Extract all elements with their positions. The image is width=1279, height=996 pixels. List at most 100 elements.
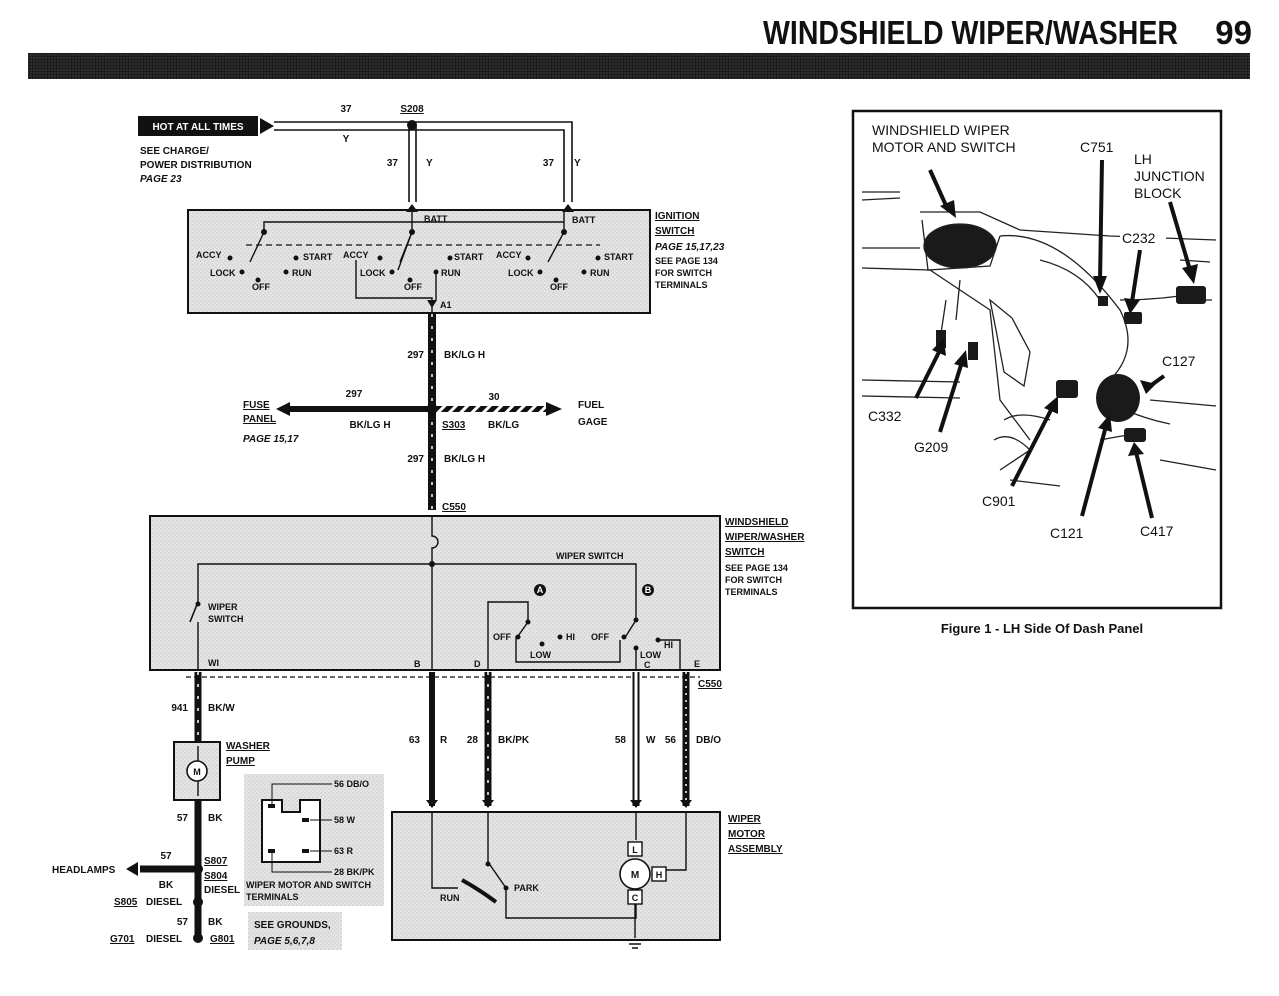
- fig-lh-label3: BLOCK: [1134, 185, 1182, 201]
- hot-arrow-icon: [260, 118, 274, 134]
- ign-accy2-label: ACCY: [343, 250, 369, 260]
- ign-off2-label: OFF: [404, 282, 422, 292]
- marker-b: [642, 584, 654, 596]
- ign-batt2-label: BATT: [572, 215, 596, 225]
- wiper-switch-label: WIPER SWITCH: [556, 551, 624, 561]
- wws-see3: TERMINALS: [725, 587, 778, 597]
- fig-c127-label: C127: [1162, 353, 1196, 369]
- fuse-circuit-label: 297: [346, 389, 363, 400]
- headlamps-label: HEADLAMPS: [52, 865, 116, 876]
- circuit-58-arrow-icon: [630, 800, 642, 808]
- power-branch2-color: Y: [574, 158, 581, 169]
- wiper-motor-icon: [619, 858, 651, 890]
- ign-start2-label: START: [454, 252, 484, 262]
- fuse-panel-page: PAGE 15,17: [243, 434, 299, 445]
- circuit-63-color: R: [440, 735, 448, 746]
- circuit-58-color: W: [646, 735, 656, 746]
- c550-upper-label: C550: [442, 502, 466, 513]
- power-ref-page: PAGE 23: [140, 174, 182, 185]
- feed-circuit-lower: 297: [407, 454, 424, 465]
- motor-ground-icon: [626, 939, 644, 949]
- ground-color-lower: BK: [208, 917, 223, 928]
- washer-motor-icon: [186, 760, 208, 782]
- power-branch1-circuit: 37: [387, 158, 399, 169]
- ignition-page-ref: PAGE 15,17,23: [655, 242, 725, 253]
- ign-off3-label: OFF: [550, 282, 568, 292]
- circuit-63-arrow-icon: [426, 800, 438, 808]
- fuel-color-label: BK/LG: [488, 420, 519, 431]
- fig-lh-label1: LH: [1134, 151, 1152, 167]
- ign-a1-label: A1: [440, 300, 452, 310]
- fig-lh-label2: JUNCTION: [1134, 168, 1205, 184]
- fuel-gage-label2: GAGE: [578, 417, 608, 428]
- fig-c901-label: C901: [982, 493, 1016, 509]
- ground-circuit-upper: 57: [177, 813, 189, 824]
- s805-label: S805: [114, 897, 138, 908]
- wws-see2: FOR SWITCH: [725, 575, 782, 585]
- wiper-motor-label1: WIPER: [728, 814, 762, 825]
- connector-body: [261, 799, 321, 863]
- conn-pin-56: 56 DB/O: [334, 779, 369, 789]
- ws-off-b-label: OFF: [591, 632, 609, 642]
- conn-pin-63: 63 R: [334, 846, 354, 856]
- ign-run3-label: RUN: [590, 268, 610, 278]
- motor-park-label: PARK: [514, 883, 539, 893]
- ign-run2-label: RUN: [441, 268, 461, 278]
- feed-color-upper: BK/LG H: [444, 350, 485, 361]
- wiper-motor-label2: MOTOR: [728, 829, 766, 840]
- term-e-label: E: [694, 659, 700, 669]
- motor-circuits: 941 BK/W 63 R 28 BK/PK 58 W 56 DB/O: [171, 672, 721, 808]
- ignition-title2: SWITCH: [655, 226, 694, 237]
- ign-accy3-label: ACCY: [496, 250, 522, 260]
- header-bar: [28, 53, 1250, 79]
- ignition-switch: BATT BATT ACCY LOCK OFF START RUN ACCY L…: [187, 204, 725, 314]
- headlamps-color: BK: [159, 880, 174, 891]
- s804-label: S804: [204, 871, 228, 882]
- ignition-title1: IGNITION: [655, 211, 699, 222]
- connector-blobs: [936, 286, 1206, 442]
- ground-color-upper: BK: [208, 813, 223, 824]
- circuit-941-num: 941: [171, 703, 188, 714]
- s303-label: S303: [442, 420, 466, 431]
- washer-pump-label2: PUMP: [226, 756, 255, 767]
- power-branch2-circuit: 37: [543, 158, 555, 169]
- page-number: 99: [1215, 14, 1252, 51]
- ign-start3-label: START: [604, 252, 634, 262]
- motor-l-label: L: [632, 845, 638, 855]
- power-ref-line2: POWER DISTRIBUTION: [140, 160, 252, 171]
- feed-circuit: 297 BK/LG H 297 BK/LG H FUSE PANEL PAGE …: [243, 314, 608, 513]
- fuel-circuit-label: 30: [488, 392, 500, 403]
- s807-label: S807: [204, 856, 228, 867]
- s208-label: S208: [400, 104, 424, 115]
- motor-h-label: H: [656, 870, 663, 880]
- fuse-panel-label1: FUSE: [243, 400, 270, 411]
- power-ref-line1: SEE CHARGE/: [140, 146, 209, 157]
- hot-at-all-times-label: HOT AT ALL TIMES: [152, 122, 243, 133]
- conn-caption2: TERMINALS: [246, 892, 299, 902]
- g701-dot: [193, 933, 203, 943]
- ws-low-a-label: LOW: [530, 650, 551, 660]
- fig-motor-switch-label1: WINDSHIELD WIPER: [872, 122, 1010, 138]
- term-wi-label: WI: [208, 658, 219, 668]
- fuel-gage-arrow-icon: [546, 402, 562, 416]
- motor-m-label: M: [631, 870, 639, 881]
- ign-off1-label: OFF: [252, 282, 270, 292]
- motor-run-label: RUN: [440, 893, 460, 903]
- wiper-motor-label3: ASSEMBLY: [728, 844, 783, 855]
- fig-c232-label: C232: [1122, 230, 1156, 246]
- s805-diesel: DIESEL: [146, 897, 182, 908]
- circuit-56-num: 56: [665, 735, 677, 746]
- wws-title3: SWITCH: [725, 547, 764, 558]
- washer-switch-label1: WIPER: [208, 602, 238, 612]
- feed-color-lower: BK/LG H: [444, 454, 485, 465]
- figure-1: WINDSHIELD WIPER MOTOR AND SWITCH C751 L…: [851, 109, 1223, 636]
- term-c-label: C: [644, 660, 651, 670]
- ignition-see1: SEE PAGE 134: [655, 256, 718, 266]
- term-b-label: B: [414, 659, 421, 669]
- wws-title2: WIPER/WASHER: [725, 532, 805, 543]
- power-color-label: Y: [343, 134, 350, 145]
- pointer-arrows: [914, 159, 1198, 519]
- wiper-motor-assembly: RUN PARK L M H C WIPER MOTOR ASSEMBLY: [391, 811, 783, 949]
- feed-circuit-upper: 297: [407, 350, 424, 361]
- fig-c751-label: C751: [1080, 139, 1114, 155]
